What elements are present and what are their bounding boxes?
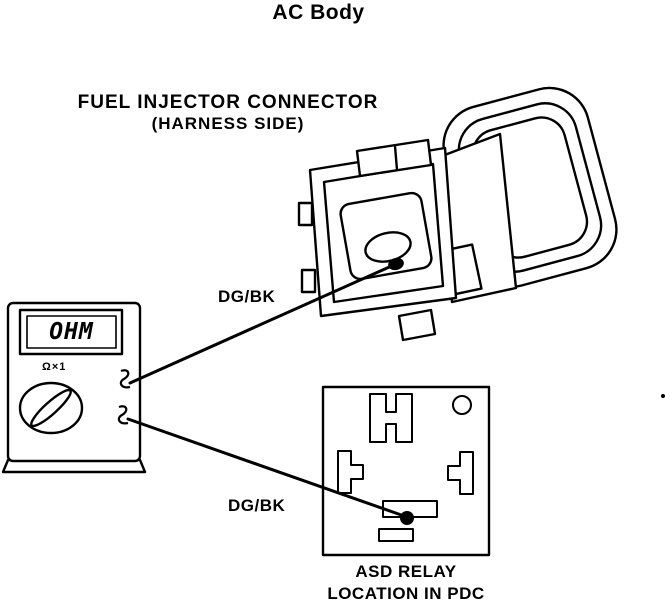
relay-slot-small [378,528,414,542]
meter-terminal-bottom [117,405,129,425]
relay-slot-h [369,393,413,443]
relay-socket-drawing [321,385,491,557]
probe-wire-bottom [126,417,409,519]
connector-label: FUEL INJECTOR CONNECTOR [77,92,379,113]
wire-label-bottom: DG/BK [228,496,286,515]
probe-wire-top [128,262,398,385]
relay-slot-right [447,451,474,495]
test-point-connector-dot [388,257,404,271]
stray-dot [661,394,665,398]
connector-left-tab-1 [297,201,314,227]
test-point-relay-dot [400,511,414,525]
connector-left-tab-2 [300,268,317,294]
connector-latch [355,138,433,178]
test-leads [126,262,409,519]
meter-dial-pointer [30,388,72,428]
connector-cavity [339,191,433,281]
meter-terminal-top [119,369,131,389]
connector-bottom-tab [397,308,437,342]
meter-display-text: OHM [49,318,94,345]
relay-outline [321,385,491,557]
meter-display-inner [26,315,117,349]
relay-hole [452,395,472,415]
connector-sublabel: (HARNESS SIDE) [151,114,305,133]
meter-range-label: Ω×1 [42,361,67,373]
connector-latch-line [393,144,399,172]
relay-label: ASD RELAY [355,562,457,581]
fuel-injector-connector-drawing [297,86,618,342]
page-title: AC Body [272,1,365,24]
ohmmeter-drawing [1,301,147,474]
wire-label-top: DG/BK [218,287,276,306]
relay-sublabel: LOCATION IN PDC [327,584,485,603]
